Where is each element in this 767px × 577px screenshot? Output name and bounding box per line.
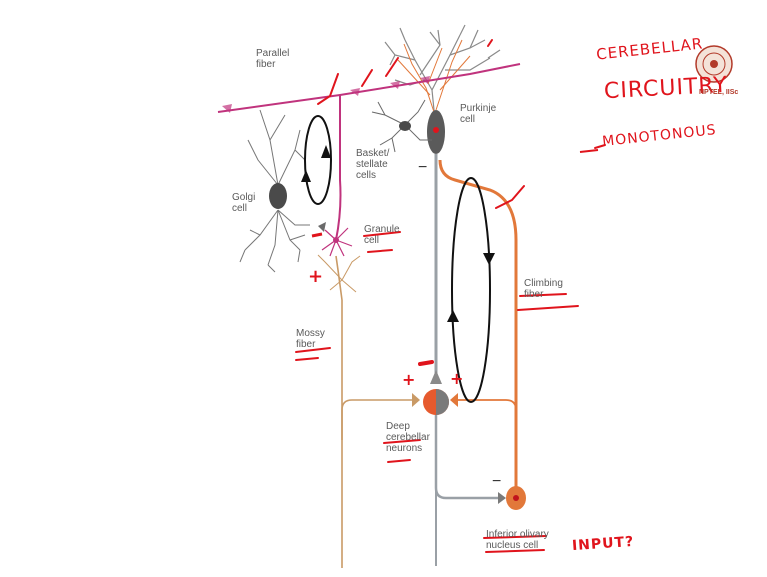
label-line: nucleus cell — [486, 540, 549, 551]
label-line: cell — [460, 114, 496, 125]
granule-soma — [333, 237, 339, 243]
label-line: cells — [356, 170, 389, 181]
label-line: Climbing — [524, 278, 563, 289]
purkinje-soma-mark — [433, 127, 439, 133]
mossy-plus-sign: + — [308, 266, 324, 287]
climbing-loop-arrow-up — [483, 253, 495, 265]
deep-plus-right: + — [450, 369, 464, 388]
granule-inhibit-mark — [312, 234, 322, 236]
label-line: neurons — [386, 443, 430, 454]
label-line: Basket/ — [356, 148, 389, 159]
collateral-terminal — [498, 492, 506, 504]
label-line: Golgi — [232, 192, 255, 203]
label-basket-stellate: Basket/ stellate cells — [356, 148, 389, 181]
granule-axon — [336, 95, 341, 240]
climbing-loop-arrow-down — [447, 310, 459, 322]
purkinje-minus-sign: − — [418, 162, 427, 173]
label-golgi-cell: Golgi cell — [232, 192, 255, 214]
pf-synapse-3 — [390, 81, 400, 89]
label-line: Deep — [386, 421, 430, 432]
red-arrow-mark — [580, 150, 598, 152]
label-line: stellate — [356, 159, 389, 170]
mossy-terminal — [412, 393, 420, 407]
deep-plus-left: + — [402, 370, 416, 389]
inferior-minus-sign: − — [492, 476, 501, 487]
purkinje-collateral — [436, 410, 500, 498]
label-line: Parallel — [256, 48, 289, 59]
label-line: cerebellar — [386, 432, 430, 443]
label-climbing-fiber: Climbing fiber — [524, 278, 563, 300]
climbing-terminal — [450, 393, 458, 407]
label-inferior-olivary: Inferior olivary nucleus cell — [486, 529, 549, 551]
granule-loop-annotation — [305, 116, 331, 204]
label-line: Purkinje — [460, 103, 496, 114]
label-line: Granule — [364, 224, 400, 235]
label-line: fiber — [296, 339, 325, 350]
label-line: cell — [232, 203, 255, 214]
label-line: fiber — [524, 289, 563, 300]
climbing-fiber — [440, 160, 516, 488]
deep-inhibit-mark — [420, 362, 432, 364]
inferior-olive-nucleus — [513, 495, 519, 501]
label-parallel-fiber: Parallel fiber — [256, 48, 289, 70]
label-granule-cell: Granule cell — [364, 224, 400, 246]
basket-soma — [399, 121, 411, 131]
deep-nucleus-shadow — [436, 389, 449, 415]
mossy-fiber — [336, 256, 342, 568]
purkinje-terminal — [430, 370, 442, 384]
label-line: Mossy — [296, 328, 325, 339]
golgi-soma — [269, 183, 287, 209]
nptel-logo-text: NPTEL, IISc — [699, 89, 738, 96]
granule-loop-arrow-down — [301, 170, 311, 182]
label-line: fiber — [256, 59, 289, 70]
label-mossy-fiber: Mossy fiber — [296, 328, 325, 350]
climbing-collateral — [458, 400, 516, 420]
label-purkinje-cell: Purkinje cell — [460, 103, 496, 125]
label-line: Inferior olivary — [486, 529, 549, 540]
label-deep-cerebellar: Deep cerebellar neurons — [386, 421, 430, 454]
label-line: cell — [364, 235, 400, 246]
pf-synapse-2 — [350, 88, 360, 96]
